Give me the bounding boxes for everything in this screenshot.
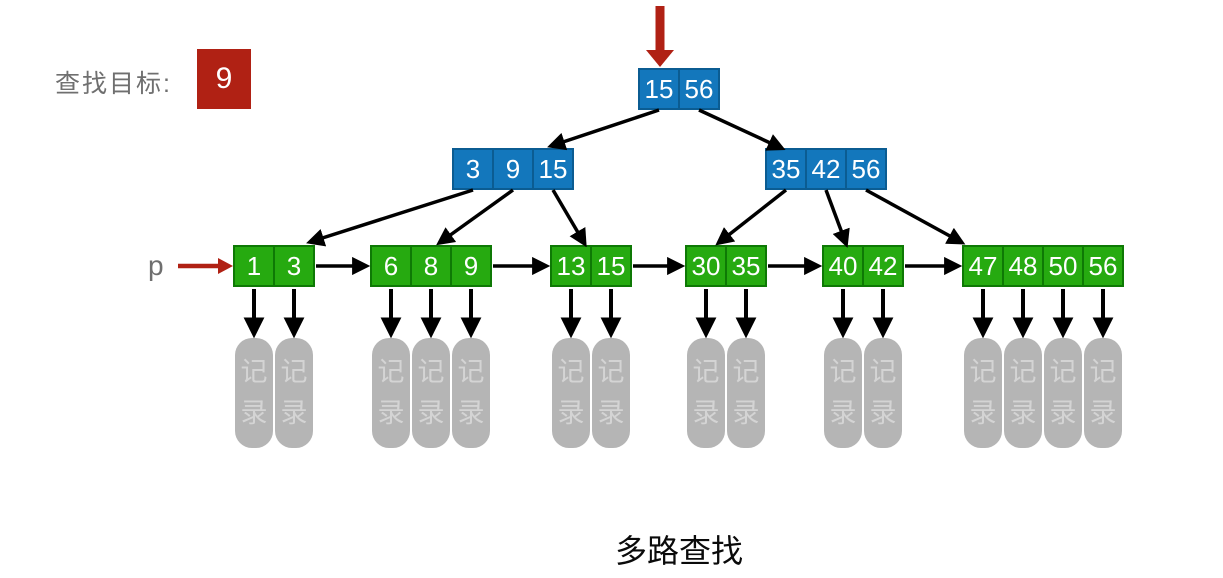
record-char: 记 bbox=[829, 357, 857, 387]
key-cell: 13 bbox=[550, 245, 592, 287]
record-char: 记 bbox=[1089, 357, 1117, 387]
record-char: 录 bbox=[557, 398, 585, 428]
record-char: 记 bbox=[557, 357, 585, 387]
record-box: 记录 bbox=[964, 338, 1002, 448]
key-cell: 48 bbox=[1002, 245, 1044, 287]
record-box: 记录 bbox=[412, 338, 450, 448]
search-target-label: 查找目标: bbox=[55, 70, 172, 98]
key-cell: 15 bbox=[638, 68, 680, 110]
diagram-caption: 多路查找 bbox=[614, 533, 744, 569]
record-box: 记录 bbox=[372, 338, 410, 448]
record-char: 记 bbox=[417, 357, 445, 387]
record-char: 记 bbox=[692, 357, 720, 387]
key-cell: 40 bbox=[822, 245, 864, 287]
record-char: 录 bbox=[1049, 398, 1077, 428]
record-char: 录 bbox=[869, 398, 897, 428]
record-char: 记 bbox=[1049, 357, 1077, 387]
record-char: 记 bbox=[457, 357, 485, 387]
record-char: 记 bbox=[240, 357, 268, 387]
record-box: 记录 bbox=[1004, 338, 1042, 448]
record-box: 记录 bbox=[552, 338, 590, 448]
key-cell: 8 bbox=[410, 245, 452, 287]
record-box: 记录 bbox=[452, 338, 490, 448]
pointer-label: p bbox=[148, 250, 164, 281]
record-char: 记 bbox=[732, 357, 760, 387]
record-box: 记录 bbox=[687, 338, 725, 448]
record-char: 录 bbox=[829, 398, 857, 428]
key-cell: 56 bbox=[845, 148, 887, 190]
key-cell: 6 bbox=[370, 245, 412, 287]
key-cell: 50 bbox=[1042, 245, 1084, 287]
key-cell: 42 bbox=[862, 245, 904, 287]
record-box: 记录 bbox=[1084, 338, 1122, 448]
key-cell: 42 bbox=[805, 148, 847, 190]
record-char: 录 bbox=[240, 398, 268, 428]
record-box: 记录 bbox=[727, 338, 765, 448]
record-char: 记 bbox=[280, 357, 308, 387]
record-box: 记录 bbox=[275, 338, 313, 448]
key-cell: 3 bbox=[273, 245, 315, 287]
key-cell: 9 bbox=[492, 148, 534, 190]
record-char: 记 bbox=[1009, 357, 1037, 387]
record-char: 录 bbox=[1009, 398, 1037, 428]
record-box: 记录 bbox=[592, 338, 630, 448]
record-char: 录 bbox=[457, 398, 485, 428]
key-cell: 35 bbox=[725, 245, 767, 287]
record-char: 记 bbox=[969, 357, 997, 387]
record-box: 记录 bbox=[864, 338, 902, 448]
record-char: 录 bbox=[692, 398, 720, 428]
record-char: 记 bbox=[377, 357, 405, 387]
key-cell: 35 bbox=[765, 148, 807, 190]
key-cell: 56 bbox=[1082, 245, 1124, 287]
record-box: 记录 bbox=[1044, 338, 1082, 448]
record-char: 录 bbox=[1089, 398, 1117, 428]
key-cell: 15 bbox=[532, 148, 574, 190]
key-cell: 3 bbox=[452, 148, 494, 190]
record-char: 记 bbox=[597, 357, 625, 387]
record-char: 记 bbox=[869, 357, 897, 387]
record-box: 记录 bbox=[824, 338, 862, 448]
key-cell: 1 bbox=[233, 245, 275, 287]
record-char: 录 bbox=[417, 398, 445, 428]
record-box: 记录 bbox=[235, 338, 273, 448]
record-char: 录 bbox=[597, 398, 625, 428]
key-cell: 15 bbox=[590, 245, 632, 287]
record-char: 录 bbox=[377, 398, 405, 428]
key-cell: 30 bbox=[685, 245, 727, 287]
key-cell: 9 bbox=[450, 245, 492, 287]
key-cell: 47 bbox=[962, 245, 1004, 287]
record-char: 录 bbox=[969, 398, 997, 428]
record-char: 录 bbox=[280, 398, 308, 428]
key-cell: 56 bbox=[678, 68, 720, 110]
record-char: 录 bbox=[732, 398, 760, 428]
search-target-value: 9 bbox=[197, 49, 251, 109]
